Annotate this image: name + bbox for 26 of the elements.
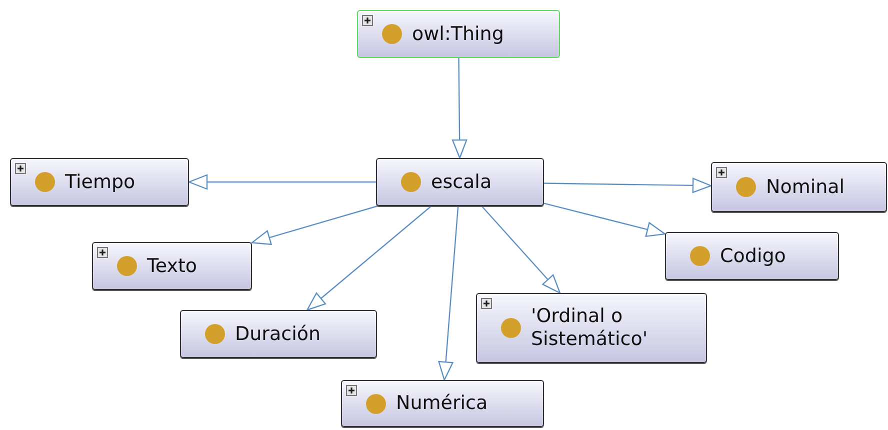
subclass-arrow [251, 205, 378, 245]
class-box [665, 232, 839, 280]
subclass-arrow [452, 58, 468, 159]
class-name: Tiempo [65, 170, 136, 194]
class-name: Codigo [720, 244, 786, 268]
class-name: escala [431, 170, 492, 194]
class-box [341, 380, 544, 427]
class-name: Duración [235, 322, 321, 346]
class-name: owl:Thing [412, 22, 504, 46]
class-box [711, 162, 887, 212]
subclass-arrow [438, 206, 459, 381]
subclass-arrow [306, 206, 432, 311]
class-box [476, 293, 707, 363]
class-name: Numérica [396, 392, 488, 415]
subclass-arrow [481, 206, 561, 294]
class-name: 'Ordinal o Sistemático' [531, 305, 649, 351]
class-box [10, 158, 189, 206]
class-box [92, 242, 252, 290]
subclass-arrow [544, 178, 712, 194]
class-box [376, 158, 544, 206]
class-box [357, 10, 560, 58]
class-box [180, 310, 377, 358]
subclass-arrow [544, 202, 666, 237]
class-name: Texto [147, 254, 198, 278]
subclass-arrow [188, 174, 376, 190]
class-name: Nominal [766, 176, 845, 198]
